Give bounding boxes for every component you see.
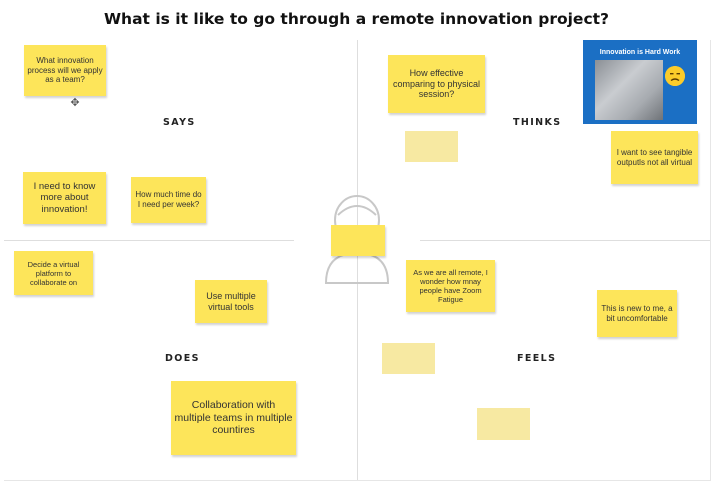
move-cursor-icon: ✥ — [70, 97, 80, 109]
sticky-note-center[interactable] — [331, 225, 385, 256]
quadrant-label-says: SAYS — [163, 117, 196, 128]
quadrant-label-does: DOES — [165, 353, 200, 364]
sticky-note-says-1[interactable]: What innovation process will we apply as… — [24, 45, 106, 96]
sticky-note-does-3[interactable]: Collaboration with multiple teams in mul… — [171, 381, 296, 455]
sticky-note-feels-empty-1[interactable] — [382, 343, 435, 374]
horizontal-divider-left — [4, 240, 294, 241]
sticky-note-does-2[interactable]: Use multiple virtual tools — [195, 280, 267, 323]
sticky-note-says-2[interactable]: I need to know more about innovation! — [23, 172, 106, 224]
sticky-note-feels-empty-2[interactable] — [477, 408, 530, 440]
quadrant-label-feels: FEELS — [517, 353, 557, 364]
sticky-note-feels-2[interactable]: This is new to me, a bit uncomfortable — [597, 290, 677, 337]
board-title: What is it like to go through a remote i… — [103, 10, 610, 28]
board-frame-bottom — [4, 480, 711, 481]
quadrant-label-thinks: THINKS — [513, 117, 562, 128]
thumbnail-title: Innovation is Hard Work — [599, 49, 681, 56]
sticky-note-says-3[interactable]: How much time do I need per week? — [131, 177, 206, 223]
sticky-note-thinks-empty[interactable] — [405, 131, 458, 162]
sticky-note-thinks-1[interactable]: How effective comparing to physical sess… — [388, 55, 485, 113]
sticky-note-feels-1[interactable]: As we are all remote, I wonder how mnay … — [406, 260, 495, 312]
thumbnail-photo — [595, 60, 663, 120]
sticky-note-does-1[interactable]: Decide a virtual platform to collaborate… — [14, 251, 93, 295]
sticky-note-thinks-2[interactable]: I want to see tangible outputls not all … — [611, 131, 698, 184]
frowning-face-icon — [665, 66, 685, 86]
board-frame-right — [710, 40, 711, 480]
vertical-divider — [357, 40, 358, 480]
horizontal-divider-right — [420, 240, 710, 241]
innovation-thumbnail-image[interactable]: Innovation is Hard Work — [583, 40, 697, 124]
